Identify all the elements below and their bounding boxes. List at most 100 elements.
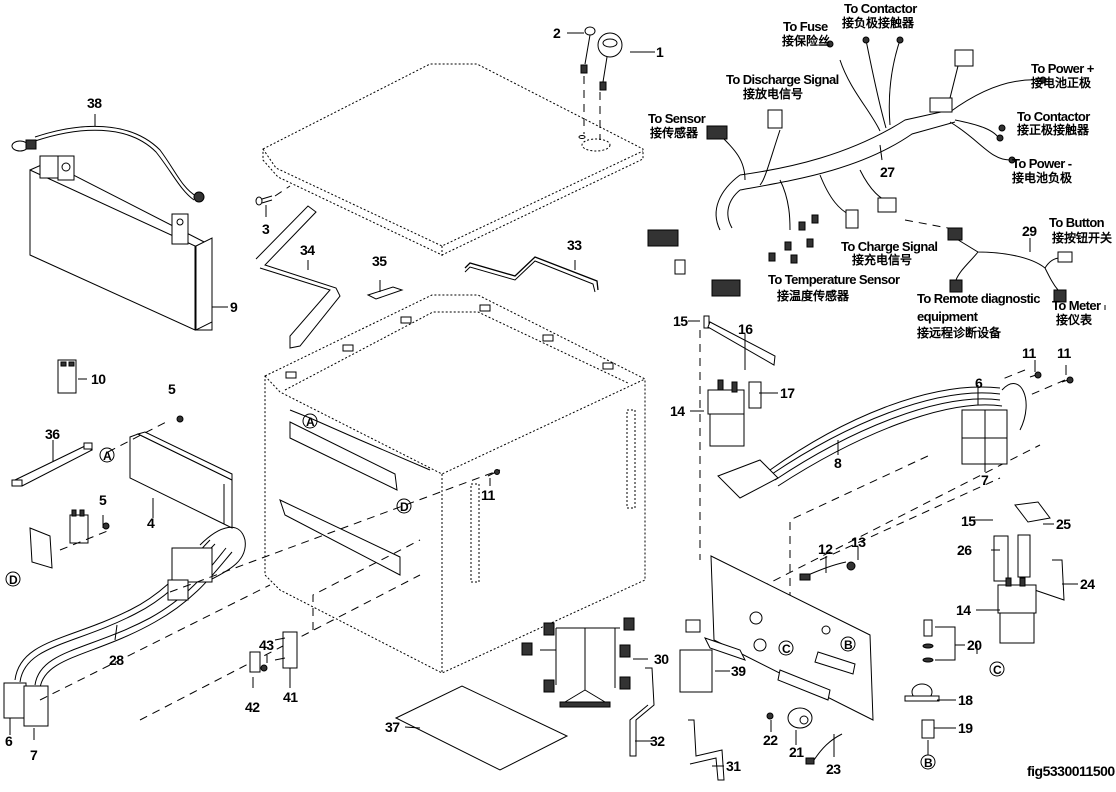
callout-21: 21	[789, 744, 804, 760]
callout-4: 4	[147, 515, 155, 531]
ref-marker-C-right: C	[989, 661, 1005, 677]
callout-31: 31	[726, 758, 741, 774]
callout-11c: 11	[1057, 345, 1072, 361]
part-33-bracket	[464, 256, 599, 293]
part-14-contactor-right	[997, 577, 1037, 644]
callout-11b: 11	[1022, 345, 1037, 361]
part-2-indicator	[580, 26, 596, 134]
svg-text:接充电信号: 接充电信号	[852, 252, 912, 267]
ref-marker-D-box: D	[396, 498, 412, 514]
label-to-contactor-positive: To Contactor 接正极接触器	[1017, 109, 1091, 137]
label-to-button: To Button 接按钮开关	[1049, 215, 1112, 245]
part-11-bolt-box	[487, 469, 500, 477]
part-41-fuse-holder	[274, 631, 298, 669]
part-8-cable-assembly	[717, 383, 1027, 499]
svg-text:A: A	[306, 415, 315, 429]
svg-text:接保险丝: 接保险丝	[782, 33, 830, 48]
svg-text:To Meter: To Meter	[1052, 298, 1101, 313]
label-to-meter: To Meter 接仪表	[1052, 298, 1102, 327]
svg-text:To Power -: To Power -	[1012, 156, 1072, 171]
callout-5a: 5	[168, 381, 176, 397]
part-35-handle	[366, 286, 404, 300]
svg-text:接放电信号: 接放电信号	[743, 86, 803, 101]
label-to-power-negative: To Power - 接电池负极	[1012, 156, 1073, 185]
callout-22: 22	[763, 732, 778, 748]
svg-text:To Button: To Button	[1049, 215, 1105, 230]
callout-18: 18	[958, 692, 973, 708]
label-to-discharge-signal: To Discharge Signal 接放电信号	[726, 72, 839, 101]
part-15-bolt	[703, 315, 710, 329]
callout-41: 41	[283, 689, 298, 705]
svg-text:To Charge Signal: To Charge Signal	[841, 239, 937, 254]
part-23-cable	[805, 733, 843, 765]
part-16-bracket	[707, 321, 776, 366]
callout-6b: 6	[975, 375, 983, 391]
svg-text:To Discharge Signal: To Discharge Signal	[726, 72, 839, 87]
part-19-sleeve	[921, 719, 935, 739]
ref-marker-B-right: B	[920, 754, 936, 770]
part-29-harness	[947, 227, 1073, 303]
callout-9: 9	[230, 299, 238, 315]
callout-7a: 7	[30, 747, 38, 763]
part-36-strap	[11, 442, 94, 487]
part-32-bracket	[629, 667, 655, 757]
part-42-fuse	[249, 651, 261, 673]
part-30-wiring-harness	[521, 617, 635, 708]
figure-id: fig5330011500	[1027, 763, 1115, 779]
svg-text:B: B	[924, 756, 933, 770]
callout-34: 34	[300, 242, 315, 258]
callout-15b: 15	[961, 513, 976, 529]
callout-8: 8	[834, 455, 842, 471]
part-11-bolts-right	[1029, 371, 1074, 384]
part-1-meter	[597, 32, 623, 140]
assembly-lines	[39, 219, 1066, 721]
part-27-main-harness	[647, 36, 1047, 297]
svg-text:接电池正极: 接电池正极	[1031, 75, 1092, 90]
callout-11a: 11	[481, 487, 496, 503]
part-14-contactor	[707, 379, 745, 447]
part-12-cable	[799, 561, 847, 581]
svg-text:equipment: equipment	[917, 309, 979, 324]
part-37-mat	[394, 685, 569, 771]
battery-box-lid	[262, 63, 644, 256]
harness-labels: To Fuse 接保险丝 To Contactor 接负极接触器 To Disc…	[648, 1, 1112, 340]
callout-25: 25	[1056, 516, 1071, 532]
ref-marker-C-plate: C	[778, 640, 794, 656]
callout-10: 10	[91, 371, 106, 387]
part-22-screw	[766, 712, 774, 720]
svg-text:To Contactor: To Contactor	[844, 1, 917, 16]
callout-36: 36	[45, 426, 60, 442]
callout-14a: 14	[670, 403, 685, 419]
callout-23: 23	[826, 761, 841, 777]
part-34-bracket	[255, 205, 341, 349]
callout-42: 42	[245, 699, 260, 715]
svg-text:To Power +: To Power +	[1031, 61, 1095, 76]
svg-text:接电池负极: 接电池负极	[1012, 170, 1073, 185]
part-3-bolt	[255, 185, 291, 206]
part-24-bracket	[1019, 559, 1065, 601]
part-20-bolt-washers	[922, 619, 934, 663]
callout-33: 33	[567, 237, 582, 253]
part-43-nut	[260, 664, 268, 672]
part-25-bracket	[1014, 501, 1051, 523]
label-to-remote-diagnostic: To Remote diagnostic equipment 接远程诊断设备	[917, 291, 1041, 340]
part-21-sensor-ring	[787, 707, 813, 729]
callout-15a: 15	[673, 313, 688, 329]
part-39-module	[679, 619, 713, 693]
leader-lines	[9, 32, 1106, 767]
callout-numbers: 1 2 3 4 5 5 6 7 6 7 8 9 10 11 11 11 12 1…	[5, 25, 1096, 777]
ref-marker-A-left: A	[99, 447, 115, 463]
label-to-contactor-negative: To Contactor 接负极接触器	[842, 1, 918, 30]
callout-14b: 14	[956, 602, 971, 618]
svg-text:D: D	[400, 500, 409, 514]
part-13-connector	[846, 561, 856, 571]
callout-37: 37	[385, 719, 400, 735]
svg-text:接按钮开关: 接按钮开关	[1052, 230, 1112, 245]
svg-text:接传感器: 接传感器	[650, 125, 699, 140]
label-to-temperature-sensor: To Temperature Sensor 接温度传感器	[768, 272, 901, 303]
part-10-clip	[57, 359, 77, 394]
callout-29: 29	[1022, 223, 1037, 239]
temp-sensor-connectors	[768, 214, 819, 264]
svg-text:To Sensor: To Sensor	[648, 111, 706, 126]
svg-text:接正极接触器: 接正极接触器	[1017, 122, 1090, 137]
